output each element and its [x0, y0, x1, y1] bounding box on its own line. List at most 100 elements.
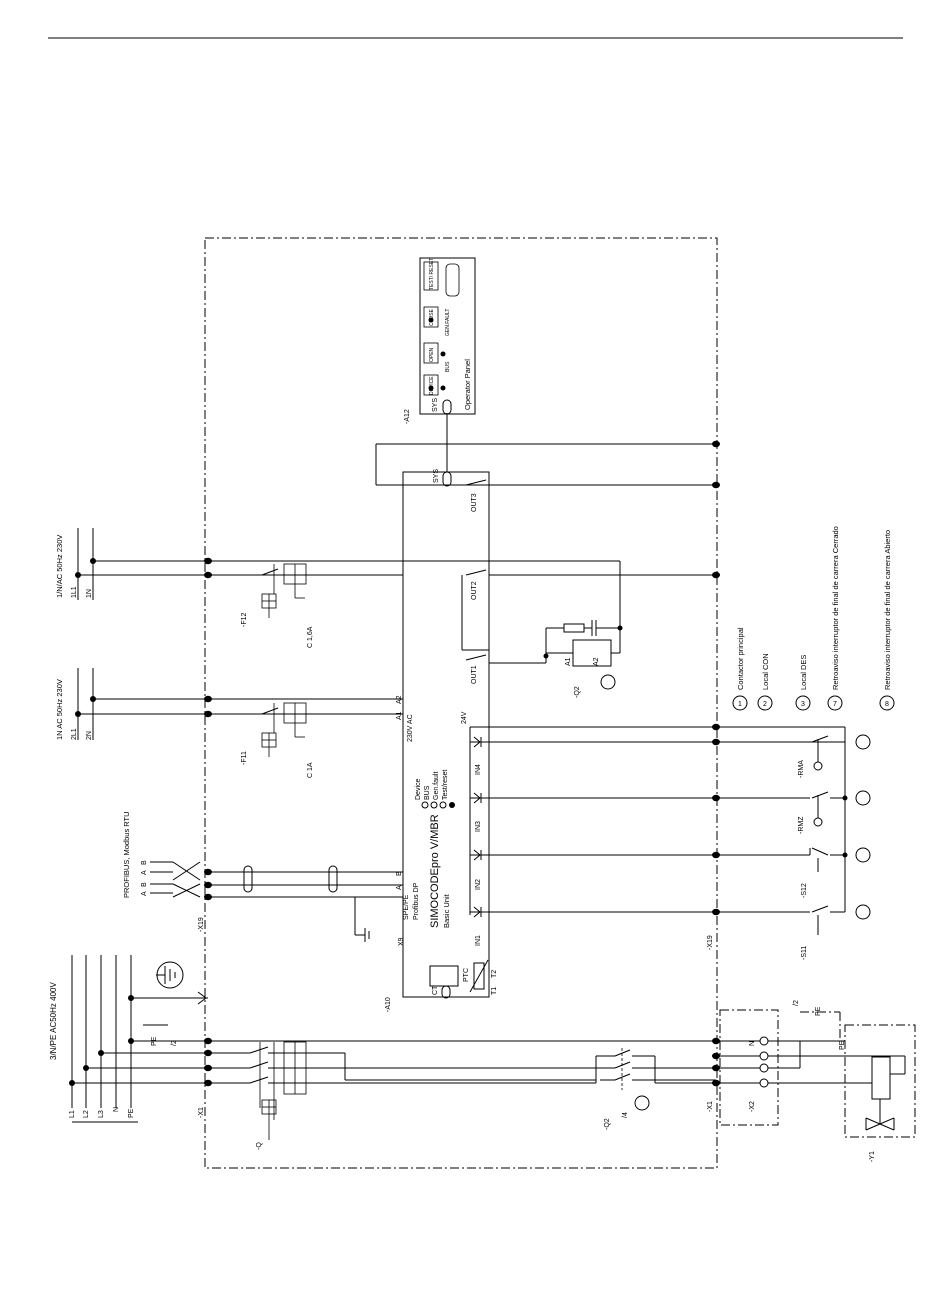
v24-label: 24V [461, 711, 468, 724]
cabinet-boundary [204, 237, 718, 1169]
in2-label: IN2 [475, 879, 482, 890]
terminal-x19-left-1 [204, 881, 212, 889]
led-device: Device [415, 778, 422, 800]
legend-markers [732, 695, 895, 711]
panel-ref: -A12 [404, 409, 411, 424]
control-b-line-2: 1N [86, 589, 93, 598]
contactor-q2-contacts [595, 1048, 716, 1111]
input-symbol-1 [470, 736, 489, 748]
fuse-f11-label: -F11 [241, 751, 248, 765]
basic-unit-subtitle: Basic Unit [442, 893, 451, 928]
out1-label: OUT1 [471, 665, 478, 684]
main-supply [69, 955, 208, 1123]
ref-2-right: /2 [793, 1000, 800, 1006]
led-bus: BUS [424, 785, 431, 800]
ct-label: CT [432, 985, 439, 995]
led-test-reset: Test/reset [442, 770, 449, 800]
external-contacts [716, 726, 871, 935]
strip-x1-left-label: -X1 [198, 1107, 205, 1118]
legend-num-7: 7 [833, 701, 837, 708]
control-a-line-2: 2N [86, 731, 93, 740]
contactor-ref: -Q2 [574, 686, 581, 698]
strip-x19-right-label: -X19 [707, 935, 714, 950]
contact-rma: -RMA [798, 760, 805, 778]
terminal-x19-left-0 [204, 868, 212, 876]
control-supplies [75, 528, 208, 740]
control-supply-a-label: 1N AC 50Hz 230V [55, 679, 64, 740]
panel-open: OPEN [429, 347, 435, 362]
fuse-f12-label: -F12 [241, 613, 248, 628]
terminal-x19-left-2 [204, 893, 212, 901]
main-breaker-q [208, 1041, 310, 1140]
strip-x1-right-label: -X1 [707, 1101, 714, 1112]
bus-letter-b2: B [141, 882, 148, 887]
a1-label: A1 [396, 711, 403, 720]
conductor-pe-label: PE [128, 1108, 135, 1118]
contactor-ref-2: -Q2 [604, 1118, 611, 1130]
strip-x19-left-label: -X19 [198, 917, 205, 932]
control-a-line-1: 2L1 [71, 728, 78, 740]
legend-text-2: Local CON [761, 653, 770, 690]
contact-s11: -S11 [801, 946, 808, 960]
conductor-l3-label: L3 [98, 1110, 105, 1118]
legend-text-7: Retroaviso interruptor de final de carre… [831, 526, 840, 690]
legend-num-2: 2 [763, 701, 767, 708]
input-symbol-2 [470, 792, 489, 804]
in3-label: IN3 [475, 821, 482, 832]
led-gen-fault: Gen.fault [433, 772, 440, 800]
pe-mark-right: PE [815, 1006, 822, 1016]
ptc-label: PTC [463, 968, 470, 982]
bus-letter-b1: B [141, 860, 148, 865]
power-feed [208, 1040, 716, 1084]
fuse-f12-rating: C 1,6A [307, 626, 314, 648]
control-supply-b-label: 1/N/AC 50Hz 230V [55, 535, 64, 598]
supply-230v-label: 230V AC [407, 714, 414, 742]
input-symbol-4 [470, 906, 489, 918]
bus-letter-a1: A [141, 870, 148, 875]
control-b-line-1: 1L1 [71, 586, 78, 598]
conductor-l2-label: L2 [83, 1110, 90, 1118]
basic-unit-ref: -A10 [385, 997, 392, 1012]
spe-label: SPE/PE [403, 894, 410, 920]
input-symbols [470, 736, 489, 918]
coil-a2: A2 [593, 657, 600, 666]
valve-ref: -Y1 [869, 1151, 876, 1162]
valve-y1 [800, 1011, 916, 1138]
pe-mark-valve: PE [839, 1040, 846, 1050]
panel-led-device: DEVICE [429, 376, 435, 395]
out2-label: OUT2 [471, 581, 478, 600]
basic-unit-title: SIMOCODEpro V/MBR [429, 814, 441, 928]
in1-label: IN1 [475, 935, 482, 946]
legend-num-1: 1 [738, 701, 742, 708]
bus-letter-a2: A [141, 891, 148, 896]
ref-2-left: /2 [171, 1040, 178, 1046]
profibus-dp-label: Profibus DP [413, 882, 420, 920]
x9-label: X9 [398, 937, 405, 946]
panel-led-bus: BUS [445, 361, 451, 372]
fieldbus-label: PROFIBUS, Modbus RTU [122, 811, 131, 898]
fuse-f11-rating: C 1A [307, 762, 314, 778]
fuse-f11 [261, 702, 307, 757]
operator-panel-a12 [419, 257, 476, 415]
panel-close: CLOSE [429, 308, 435, 326]
input-symbol-3 [470, 849, 489, 861]
strip-x2-label: -X2 [749, 1101, 756, 1112]
sys-label: SYS [433, 469, 440, 483]
legend-text-3: Local DES [799, 655, 808, 690]
a2-label: A2 [396, 695, 403, 704]
ref-4-q2: /4 [622, 1112, 629, 1118]
sys-cable [375, 413, 716, 487]
t1-label: T1 [491, 987, 498, 995]
out3-label: OUT3 [471, 493, 478, 512]
t2-label: T2 [491, 970, 498, 978]
main-supply-label: 3/N/PE AC50Hz 400V [49, 982, 58, 1060]
coil-a1: A1 [565, 657, 572, 666]
panel-sys-label: SYS [432, 398, 439, 412]
panel-led-gen-fault: GEN.FAULT [445, 309, 451, 336]
legend-num-3: 3 [801, 701, 805, 708]
terminal-strip-x2 [716, 1009, 862, 1126]
panel-test-reset: TEST/ RESET [429, 258, 435, 290]
breaker-q-label: -Q [256, 1142, 263, 1150]
